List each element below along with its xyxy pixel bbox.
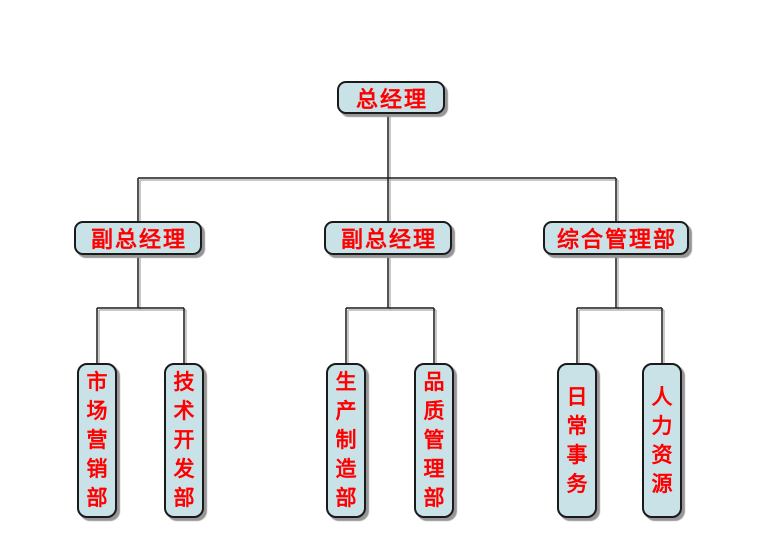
- org-node-daily-affairs: 日常事务: [557, 363, 597, 518]
- org-node-label: 副总经理: [90, 228, 187, 253]
- org-node-deputy-general-manager-2: 副总经理: [324, 221, 452, 255]
- connector-main: [96, 113, 663, 363]
- org-node-quality-management-dept: 品质管理部: [414, 363, 454, 518]
- org-node-label: 品质管理部: [423, 370, 445, 510]
- org-node-label: 副总经理: [340, 228, 437, 253]
- org-node-label: 市场营销部: [86, 370, 108, 510]
- connector-shadow: [98, 115, 665, 365]
- org-node-label: 综合管理部: [556, 228, 677, 253]
- org-node-deputy-general-manager-1: 副总经理: [74, 221, 202, 255]
- org-node-label: 技术开发部: [173, 370, 195, 510]
- org-node-general-manager: 总经理: [337, 81, 445, 114]
- org-node-production-manufacturing-dept: 生产制造部: [326, 363, 366, 518]
- org-node-label: 日常事务: [566, 384, 588, 496]
- org-node-human-resources: 人力资源: [642, 363, 682, 518]
- org-node-label: 人力资源: [651, 384, 673, 496]
- org-node-marketing-dept: 市场营销部: [77, 363, 117, 518]
- org-node-label: 生产制造部: [335, 370, 357, 510]
- org-node-label: 总经理: [355, 87, 428, 113]
- org-node-tech-development-dept: 技术开发部: [164, 363, 204, 518]
- org-node-general-admin-dept: 综合管理部: [543, 221, 689, 255]
